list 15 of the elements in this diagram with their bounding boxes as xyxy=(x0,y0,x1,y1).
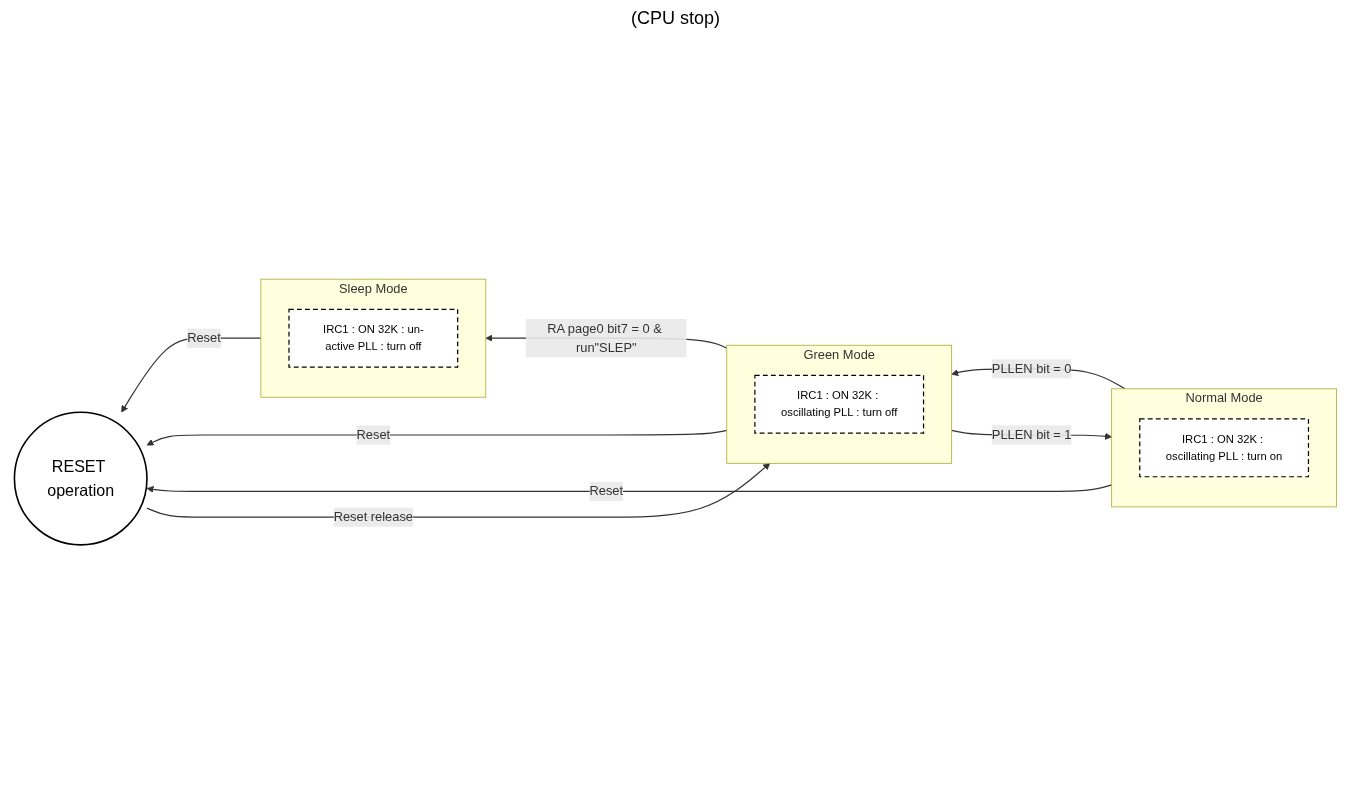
edge-label: PLLEN bit = 0 xyxy=(991,361,1072,376)
edge-label: Reset release xyxy=(333,509,413,524)
node-box: IRC1 : ON 32K : un-active PLL : turn off xyxy=(288,308,459,368)
arrow xyxy=(146,463,771,518)
node-circle: RESET operation xyxy=(13,411,148,546)
edge-label: RA page0 bit7 = 0 & run"SLEP" xyxy=(547,321,662,355)
arrow xyxy=(146,484,1113,493)
edge-label: Reset xyxy=(356,427,391,442)
edge-label: Reset xyxy=(589,484,624,498)
arrow xyxy=(146,429,728,446)
node-box: IRC1 : ON 32K : oscillating PLL : turn off xyxy=(754,374,925,434)
node-box: IRC1 : ON 32K : oscillating PLL : turn on xyxy=(1139,418,1310,478)
note-text: (CPU stop) xyxy=(631,8,720,28)
edge-label: Reset xyxy=(187,330,221,345)
edge-label: PLLEN bit = 1 xyxy=(991,427,1072,442)
